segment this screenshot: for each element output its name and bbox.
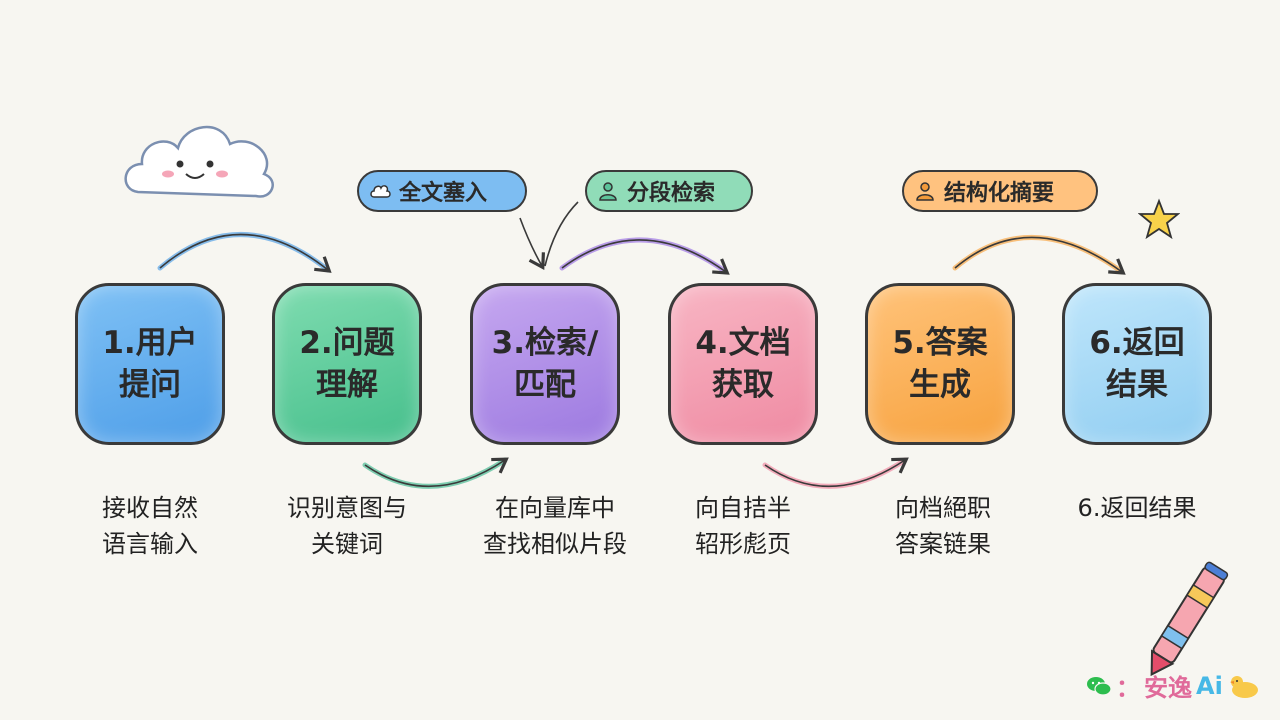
tag-segment-label: 分段检索 <box>627 181 716 206</box>
step-1-user-question: 1.用户 提问 <box>75 283 225 445</box>
smiling-cloud-icon <box>124 126 274 198</box>
brand-name: 安逸 <box>1144 674 1192 702</box>
tag-structured-summary: 结构化摘要 <box>902 170 1098 212</box>
wechat-icon <box>1087 676 1112 696</box>
star-icon <box>1138 198 1180 240</box>
arrow-5-6 <box>952 235 1125 275</box>
step-3-label: 3.检索/ 匹配 <box>491 325 599 403</box>
step-4-description: 向自拮半 轺形彪页 <box>695 494 791 558</box>
tag-full-text: 全文塞入 <box>357 170 527 212</box>
step-4-label: 4.文档 获取 <box>695 325 791 403</box>
step-6-description: 6.返回结果 <box>1077 494 1197 522</box>
brand-watermark: ： 安逸 Ai <box>1086 668 1261 703</box>
step-6-label: 6.返回 结果 <box>1089 325 1185 403</box>
step-2-description: 识别意图与 关键词 <box>287 494 407 558</box>
step-3-retrieval-match: 3.检索/ 匹配 <box>470 283 620 445</box>
person-icon <box>916 182 934 201</box>
brand-separator: ： <box>1116 674 1140 702</box>
step-5-description: 向档絕职 答案链果 <box>895 494 991 558</box>
person-icon <box>599 182 617 201</box>
arrow-2-3 <box>362 457 508 489</box>
arrow-tag2-3 <box>544 201 579 267</box>
step-3-description: 在向量库中 查找相似片段 <box>483 494 627 558</box>
tag-segment-retrieval: 分段检索 <box>585 170 753 212</box>
step-5-label: 5.答案 生成 <box>892 325 988 403</box>
tag-full-text-label: 全文塞入 <box>399 181 488 206</box>
crayon-icon <box>1150 561 1229 677</box>
duck-icon <box>1229 675 1258 698</box>
arrow-4-5 <box>762 457 908 489</box>
step-1-description: 接收自然 语言输入 <box>102 494 198 558</box>
step-1-label: 1.用户 提问 <box>102 325 198 403</box>
cloud-icon <box>370 185 391 198</box>
step-4-document-fetch: 4.文档 获取 <box>668 283 818 445</box>
brand-ai: Ai <box>1196 671 1223 700</box>
step-6-return-result: 6.返回 结果 <box>1062 283 1212 445</box>
tag-summary-label: 结构化摘要 <box>944 181 1055 206</box>
step-5-answer-generation: 5.答案 生成 <box>865 283 1015 445</box>
arrow-tag1-3 <box>519 217 545 271</box>
step-2-question-understanding: 2.问题 理解 <box>272 283 422 445</box>
step-2-label: 2.问题 理解 <box>299 325 395 403</box>
